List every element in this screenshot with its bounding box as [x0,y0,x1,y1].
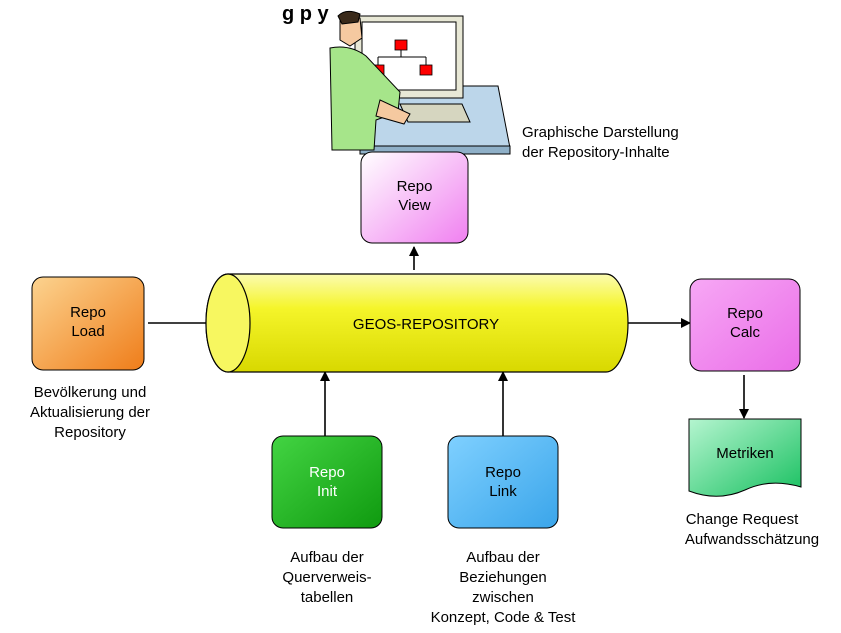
caption-view-line: der Repository-Inhalte [522,144,670,161]
caption-link-line: zwischen [472,589,534,606]
computer-user-clipart-icon [329,10,511,155]
geos-repository-cylinder: GEOS-REPOSITORY [205,273,629,373]
repo-load-box: Repo Load [31,276,145,371]
caption-view: Graphische Darstellung der Repository-In… [522,124,679,161]
caption-init: Aufbau der Querverweis- tabellen [282,549,371,606]
repo-calc-box: Repo Calc [689,278,801,372]
repo-load-line1: Repo [70,304,106,321]
repo-init-box: Repo Init [271,435,383,529]
repo-calc-line1: Repo [727,305,763,322]
metriken-document: Metriken [688,418,802,497]
caption-init-line: Aufbau der [290,549,363,566]
repo-link-line1: Repo [485,464,521,481]
caption-load: Bevölkerung und Aktualisierung der Repos… [30,384,150,441]
caption-init-line: tabellen [301,589,354,606]
repo-view-line1: Repo [397,178,433,195]
repo-load-line2: Load [71,323,104,340]
repo-link-box: Repo Link [447,435,559,529]
caption-view-line: Graphische Darstellung [522,124,679,141]
repo-init-line2: Init [317,483,338,500]
repo-view-box: Repo View [360,151,469,244]
caption-link-line: Konzept, Code & Test [431,609,577,626]
repository-label: GEOS-REPOSITORY [353,316,499,333]
caption-metriken-line: Change Request [686,511,799,528]
caption-link-line: Beziehungen [459,569,547,586]
caption-link-line: Aufbau der [466,549,539,566]
metriken-label: Metriken [716,445,774,462]
diagram-title: g p y [282,3,330,25]
caption-load-line: Bevölkerung und [34,384,147,401]
repo-init-line1: Repo [309,464,345,481]
caption-load-line: Repository [54,424,126,441]
caption-init-line: Querverweis- [282,569,371,586]
repo-view-line2: View [398,197,430,214]
caption-link: Aufbau der Beziehungen zwischen Konzept,… [431,549,577,626]
caption-metriken: Change Request Aufwandsschätzung [685,511,819,548]
caption-load-line: Aktualisierung der [30,404,150,421]
repo-calc-line2: Calc [730,324,761,341]
caption-metriken-line: Aufwandsschätzung [685,531,819,548]
repo-link-line2: Link [489,483,517,500]
